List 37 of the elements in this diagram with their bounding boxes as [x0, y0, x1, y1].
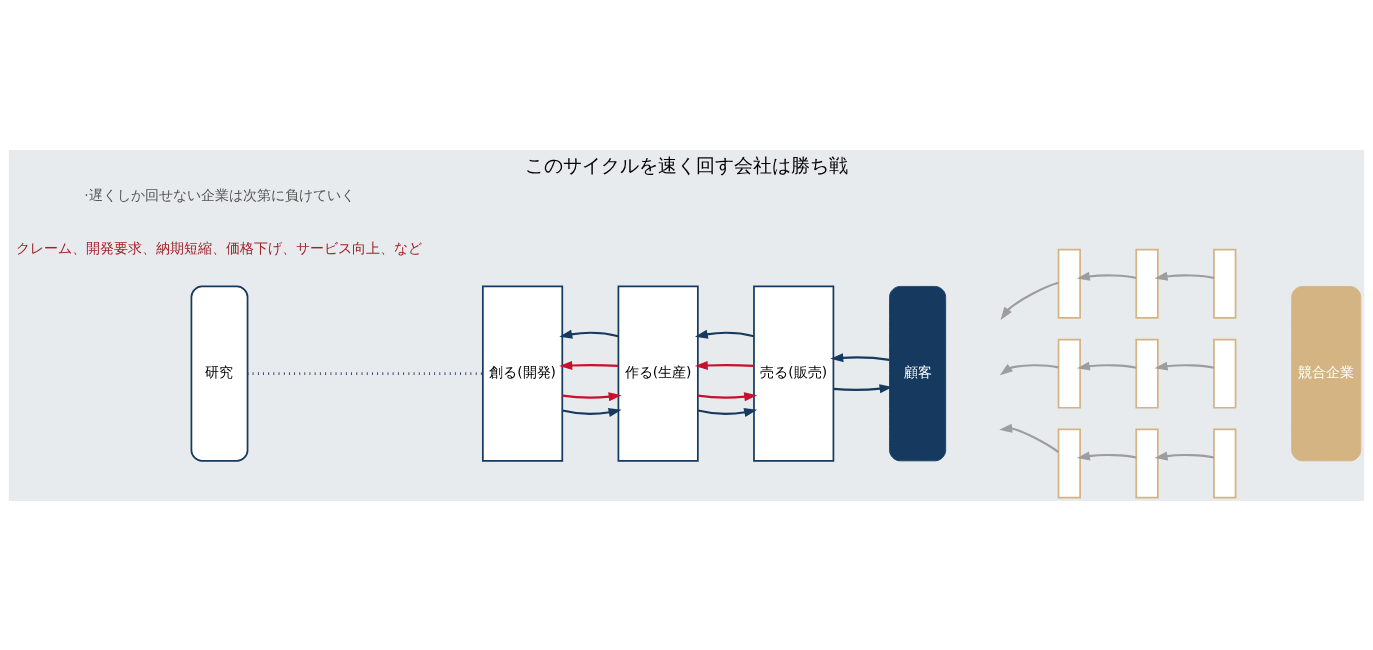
- diagram-title: このサイクルを速く回す会社は勝ち戦: [525, 153, 848, 176]
- arrow: [1076, 361, 1137, 371]
- node-box: [1213, 338, 1237, 409]
- node-box: [1213, 427, 1237, 498]
- arrow: [830, 352, 890, 362]
- arrow: [559, 329, 619, 339]
- arrow: [1154, 361, 1215, 371]
- arrow: [1076, 271, 1137, 281]
- node-box: [1057, 338, 1081, 409]
- arrow: [562, 407, 622, 417]
- node-box: 研究: [190, 285, 249, 462]
- node-box: [1213, 248, 1237, 319]
- node-box: [1135, 248, 1159, 319]
- node-box: 顧客: [889, 285, 947, 461]
- node-box: 売る(販売): [753, 285, 835, 462]
- label: ·遅くしか回せない企業は次第に負けていく: [84, 186, 355, 203]
- arrow: [1000, 281, 1059, 320]
- label: クレーム、開発要求、納期短縮、価格下げ、サービス向上、など: [16, 239, 423, 256]
- arrow: [559, 360, 619, 370]
- node-box: 創る(開発): [481, 285, 564, 462]
- node-box: 競合企業: [1291, 285, 1362, 461]
- arrow: [562, 391, 622, 401]
- node-box: [1057, 427, 1081, 498]
- arrow: [1154, 450, 1215, 460]
- arrow: [697, 391, 758, 401]
- arrow: [999, 423, 1060, 453]
- arrow: [1154, 271, 1215, 281]
- arrow: [1076, 450, 1137, 460]
- node-box: [1135, 338, 1159, 409]
- arrow: [694, 329, 755, 339]
- arrow: [999, 363, 1059, 375]
- arrow: [833, 383, 893, 393]
- arrow: [694, 360, 754, 370]
- node-box: 作る(生産): [617, 285, 699, 462]
- node-box: [1135, 427, 1159, 498]
- node-box: [1057, 248, 1081, 319]
- arrow: [697, 407, 758, 417]
